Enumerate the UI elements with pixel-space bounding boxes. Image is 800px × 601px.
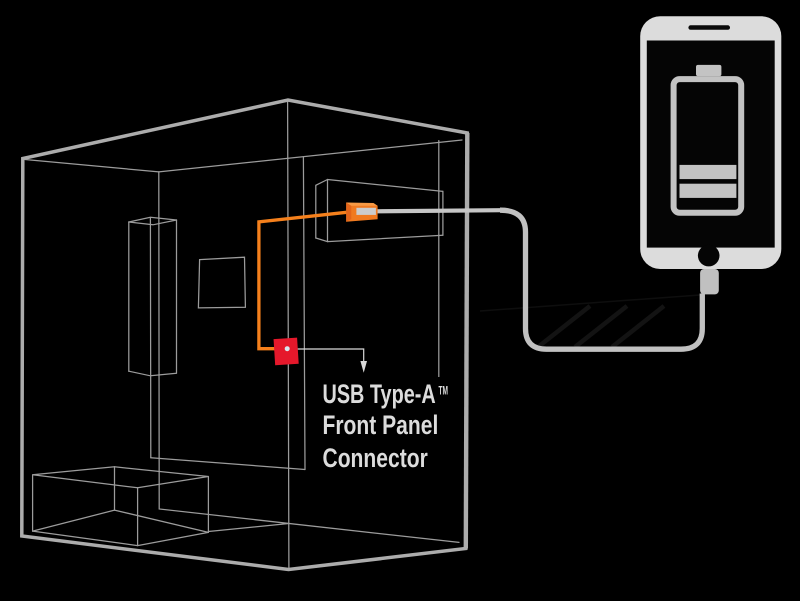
svg-text:USB Type-A: USB Type-A (323, 380, 436, 410)
svg-text:TM: TM (439, 384, 449, 398)
svg-text:Connector: Connector (323, 444, 429, 474)
svg-text:Front Panel: Front Panel (323, 411, 439, 441)
